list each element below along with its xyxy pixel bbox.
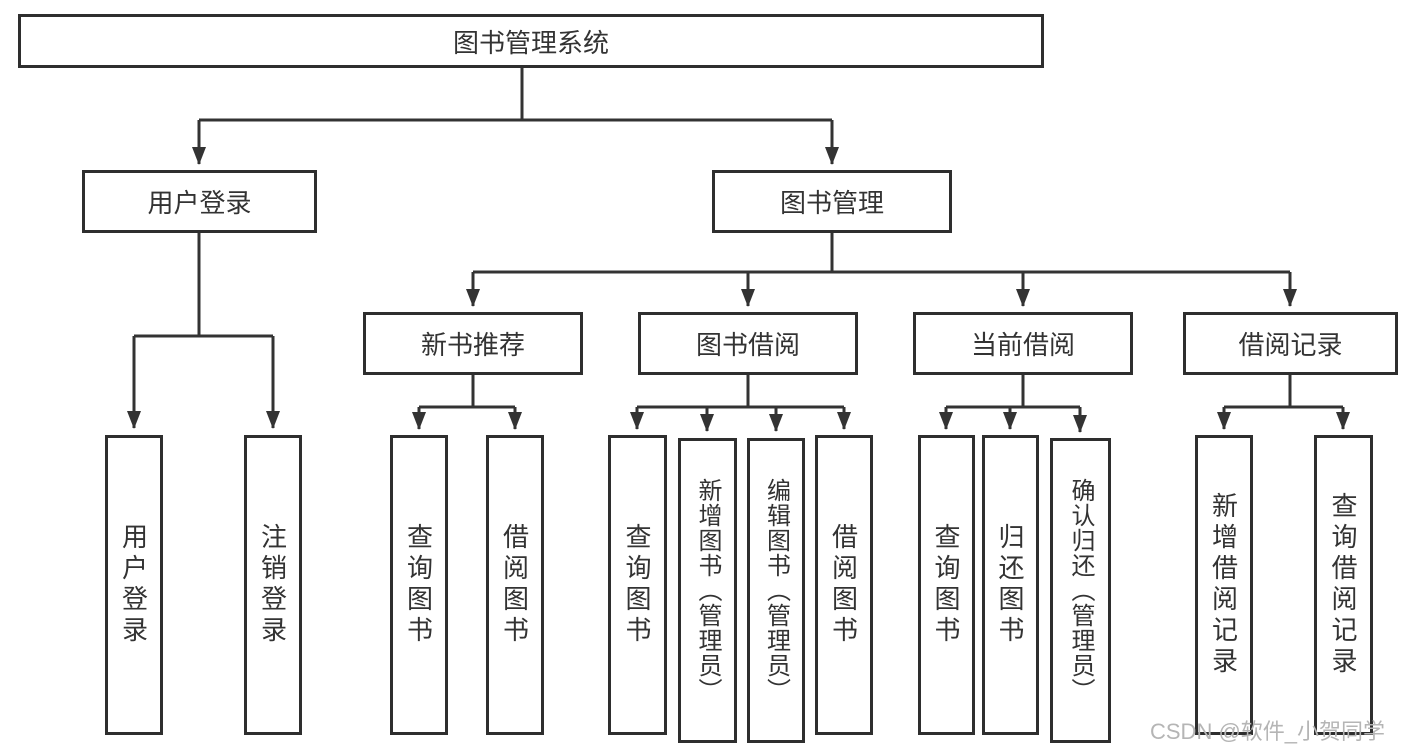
leaf-add-books-admin: 新增图书（管理员）: [678, 438, 737, 743]
leaf-borrow-books: 借阅图书: [815, 435, 873, 735]
node-current-borrowing: 当前借阅: [913, 312, 1133, 375]
node-new-book-recommend: 新书推荐: [363, 312, 583, 375]
leaf-query-books-recommend: 查询图书: [390, 435, 448, 735]
leaf-query-borrow-record: 查询借阅记录: [1314, 435, 1373, 735]
node-book-borrowing: 图书借阅: [638, 312, 858, 375]
leaf-confirm-return-admin: 确认归还（管理员）: [1050, 438, 1111, 743]
leaf-query-books-current: 查询图书: [918, 435, 975, 735]
leaf-add-borrow-record: 新增借阅记录: [1195, 435, 1253, 735]
leaf-logout: 注销登录: [244, 435, 302, 735]
csdn-watermark: CSDN @软件_小贺同学: [1150, 719, 1386, 744]
node-book-management: 图书管理: [712, 170, 952, 233]
leaf-return-books: 归还图书: [982, 435, 1039, 735]
leaf-edit-books-admin: 编辑图书（管理员）: [747, 438, 805, 743]
leaf-borrow-books-recommend: 借阅图书: [486, 435, 544, 735]
node-library-management-system: 图书管理系统: [18, 14, 1044, 68]
leaf-user-login: 用户登录: [105, 435, 163, 735]
node-user-login: 用户登录: [82, 170, 317, 233]
leaf-query-books-borrowing: 查询图书: [608, 435, 667, 735]
node-borrowing-records: 借阅记录: [1183, 312, 1398, 375]
